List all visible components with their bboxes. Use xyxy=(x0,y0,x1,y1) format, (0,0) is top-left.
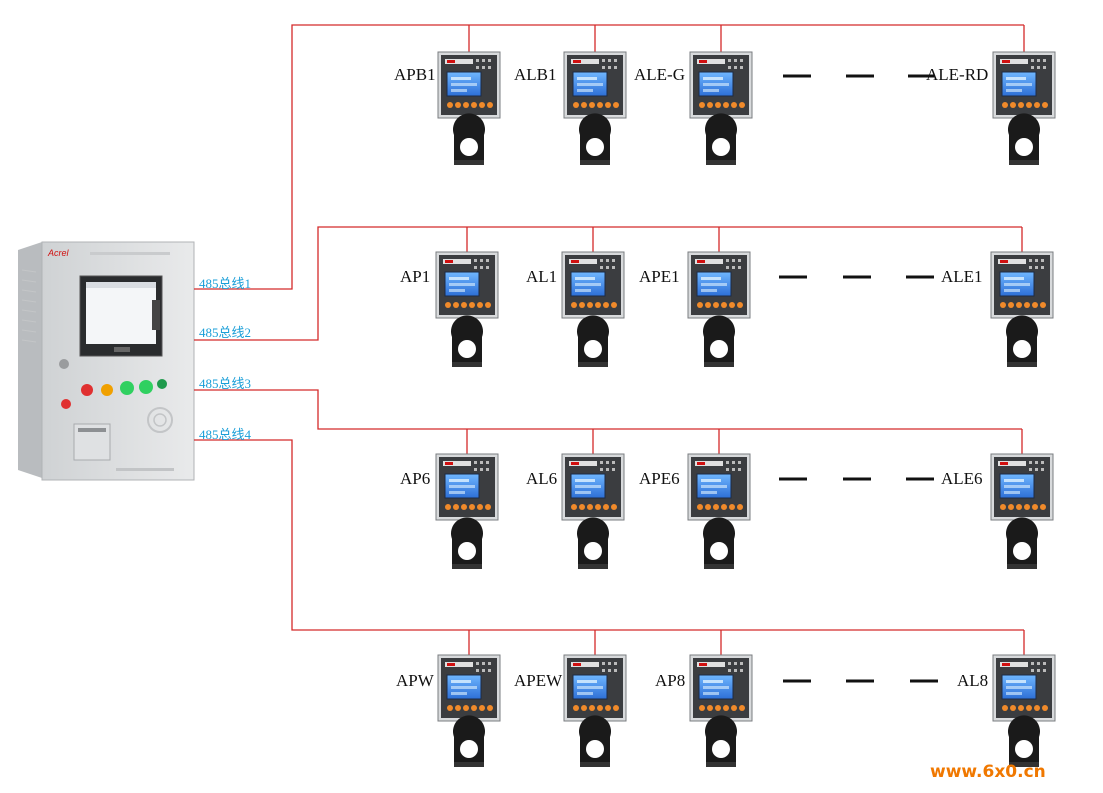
device-row-2: AP1 AL1 APE1 ALE1 xyxy=(400,227,1054,367)
indicator-light-red-2 xyxy=(81,384,93,396)
key-lock-icon xyxy=(59,359,69,369)
meter-AL8 xyxy=(992,654,1056,767)
indicator-light-green-3 xyxy=(157,379,167,389)
label-APEW: APEW xyxy=(514,671,563,690)
label-AP1: AP1 xyxy=(400,267,430,286)
bus-4-wire xyxy=(194,439,1024,631)
meter-APE6 xyxy=(687,453,751,569)
indicator-light-green-2 xyxy=(139,380,153,394)
meter-AL6 xyxy=(561,453,625,569)
meter-APW xyxy=(437,654,501,767)
bus-label-4: 485总线4 xyxy=(199,427,252,442)
label-ALE-G: ALE-G xyxy=(634,65,685,84)
meter-ALE6 xyxy=(990,453,1054,569)
label-APE6: APE6 xyxy=(639,469,680,488)
bus-wiring xyxy=(194,24,1024,631)
bus-3-wire xyxy=(194,389,1022,430)
device-row-4: APW APEW AP8 AL8 xyxy=(396,630,1056,767)
bus-1-wire xyxy=(194,24,1024,290)
label-AL8: AL8 xyxy=(957,671,988,690)
indicator-light-green-1 xyxy=(120,381,134,395)
label-APB1: APB1 xyxy=(394,65,436,84)
meter-AP1 xyxy=(435,251,499,367)
label-APE1: APE1 xyxy=(639,267,680,286)
meter-ALE1 xyxy=(990,251,1054,367)
bus-label-2: 485总线2 xyxy=(199,325,251,340)
meter-APE1 xyxy=(687,251,751,367)
touch-screen xyxy=(79,275,163,357)
bus-label-3: 485总线3 xyxy=(199,376,251,391)
label-APW: APW xyxy=(396,671,435,690)
bus-label-1: 485总线1 xyxy=(199,276,251,291)
device-row-1: APB1 ALB1 ALE-G ALE-RD xyxy=(394,25,1056,165)
meter-ALE-G xyxy=(689,51,753,165)
meter-AP6 xyxy=(435,453,499,569)
speaker-grille-icon xyxy=(147,407,173,433)
meter-AL1 xyxy=(561,251,625,367)
label-AP8: AP8 xyxy=(655,671,685,690)
printer-slot xyxy=(73,423,111,461)
control-cabinet: Acrel xyxy=(18,241,195,481)
device-row-3: AP6 AL6 APE6 ALE6 xyxy=(400,429,1054,569)
meter-ALE-RD xyxy=(992,51,1056,165)
meter-ALB1 xyxy=(563,51,627,165)
meter-APB1 xyxy=(437,51,501,165)
label-AL1: AL1 xyxy=(526,267,557,286)
bus-2-wire xyxy=(194,226,1022,341)
meter-APEW xyxy=(563,654,627,767)
cabinet-logo: Acrel xyxy=(47,248,70,258)
label-ALE-RD: ALE-RD xyxy=(926,65,988,84)
watermark: www.6x0.cn xyxy=(930,762,1046,782)
label-ALE1: ALE1 xyxy=(941,267,983,286)
label-AL6: AL6 xyxy=(526,469,557,488)
indicator-light-red xyxy=(61,399,71,409)
label-AP6: AP6 xyxy=(400,469,430,488)
label-ALE6: ALE6 xyxy=(941,469,983,488)
meter-AP8 xyxy=(689,654,753,767)
indicator-light-yellow xyxy=(101,384,113,396)
label-ALB1: ALB1 xyxy=(514,65,557,84)
